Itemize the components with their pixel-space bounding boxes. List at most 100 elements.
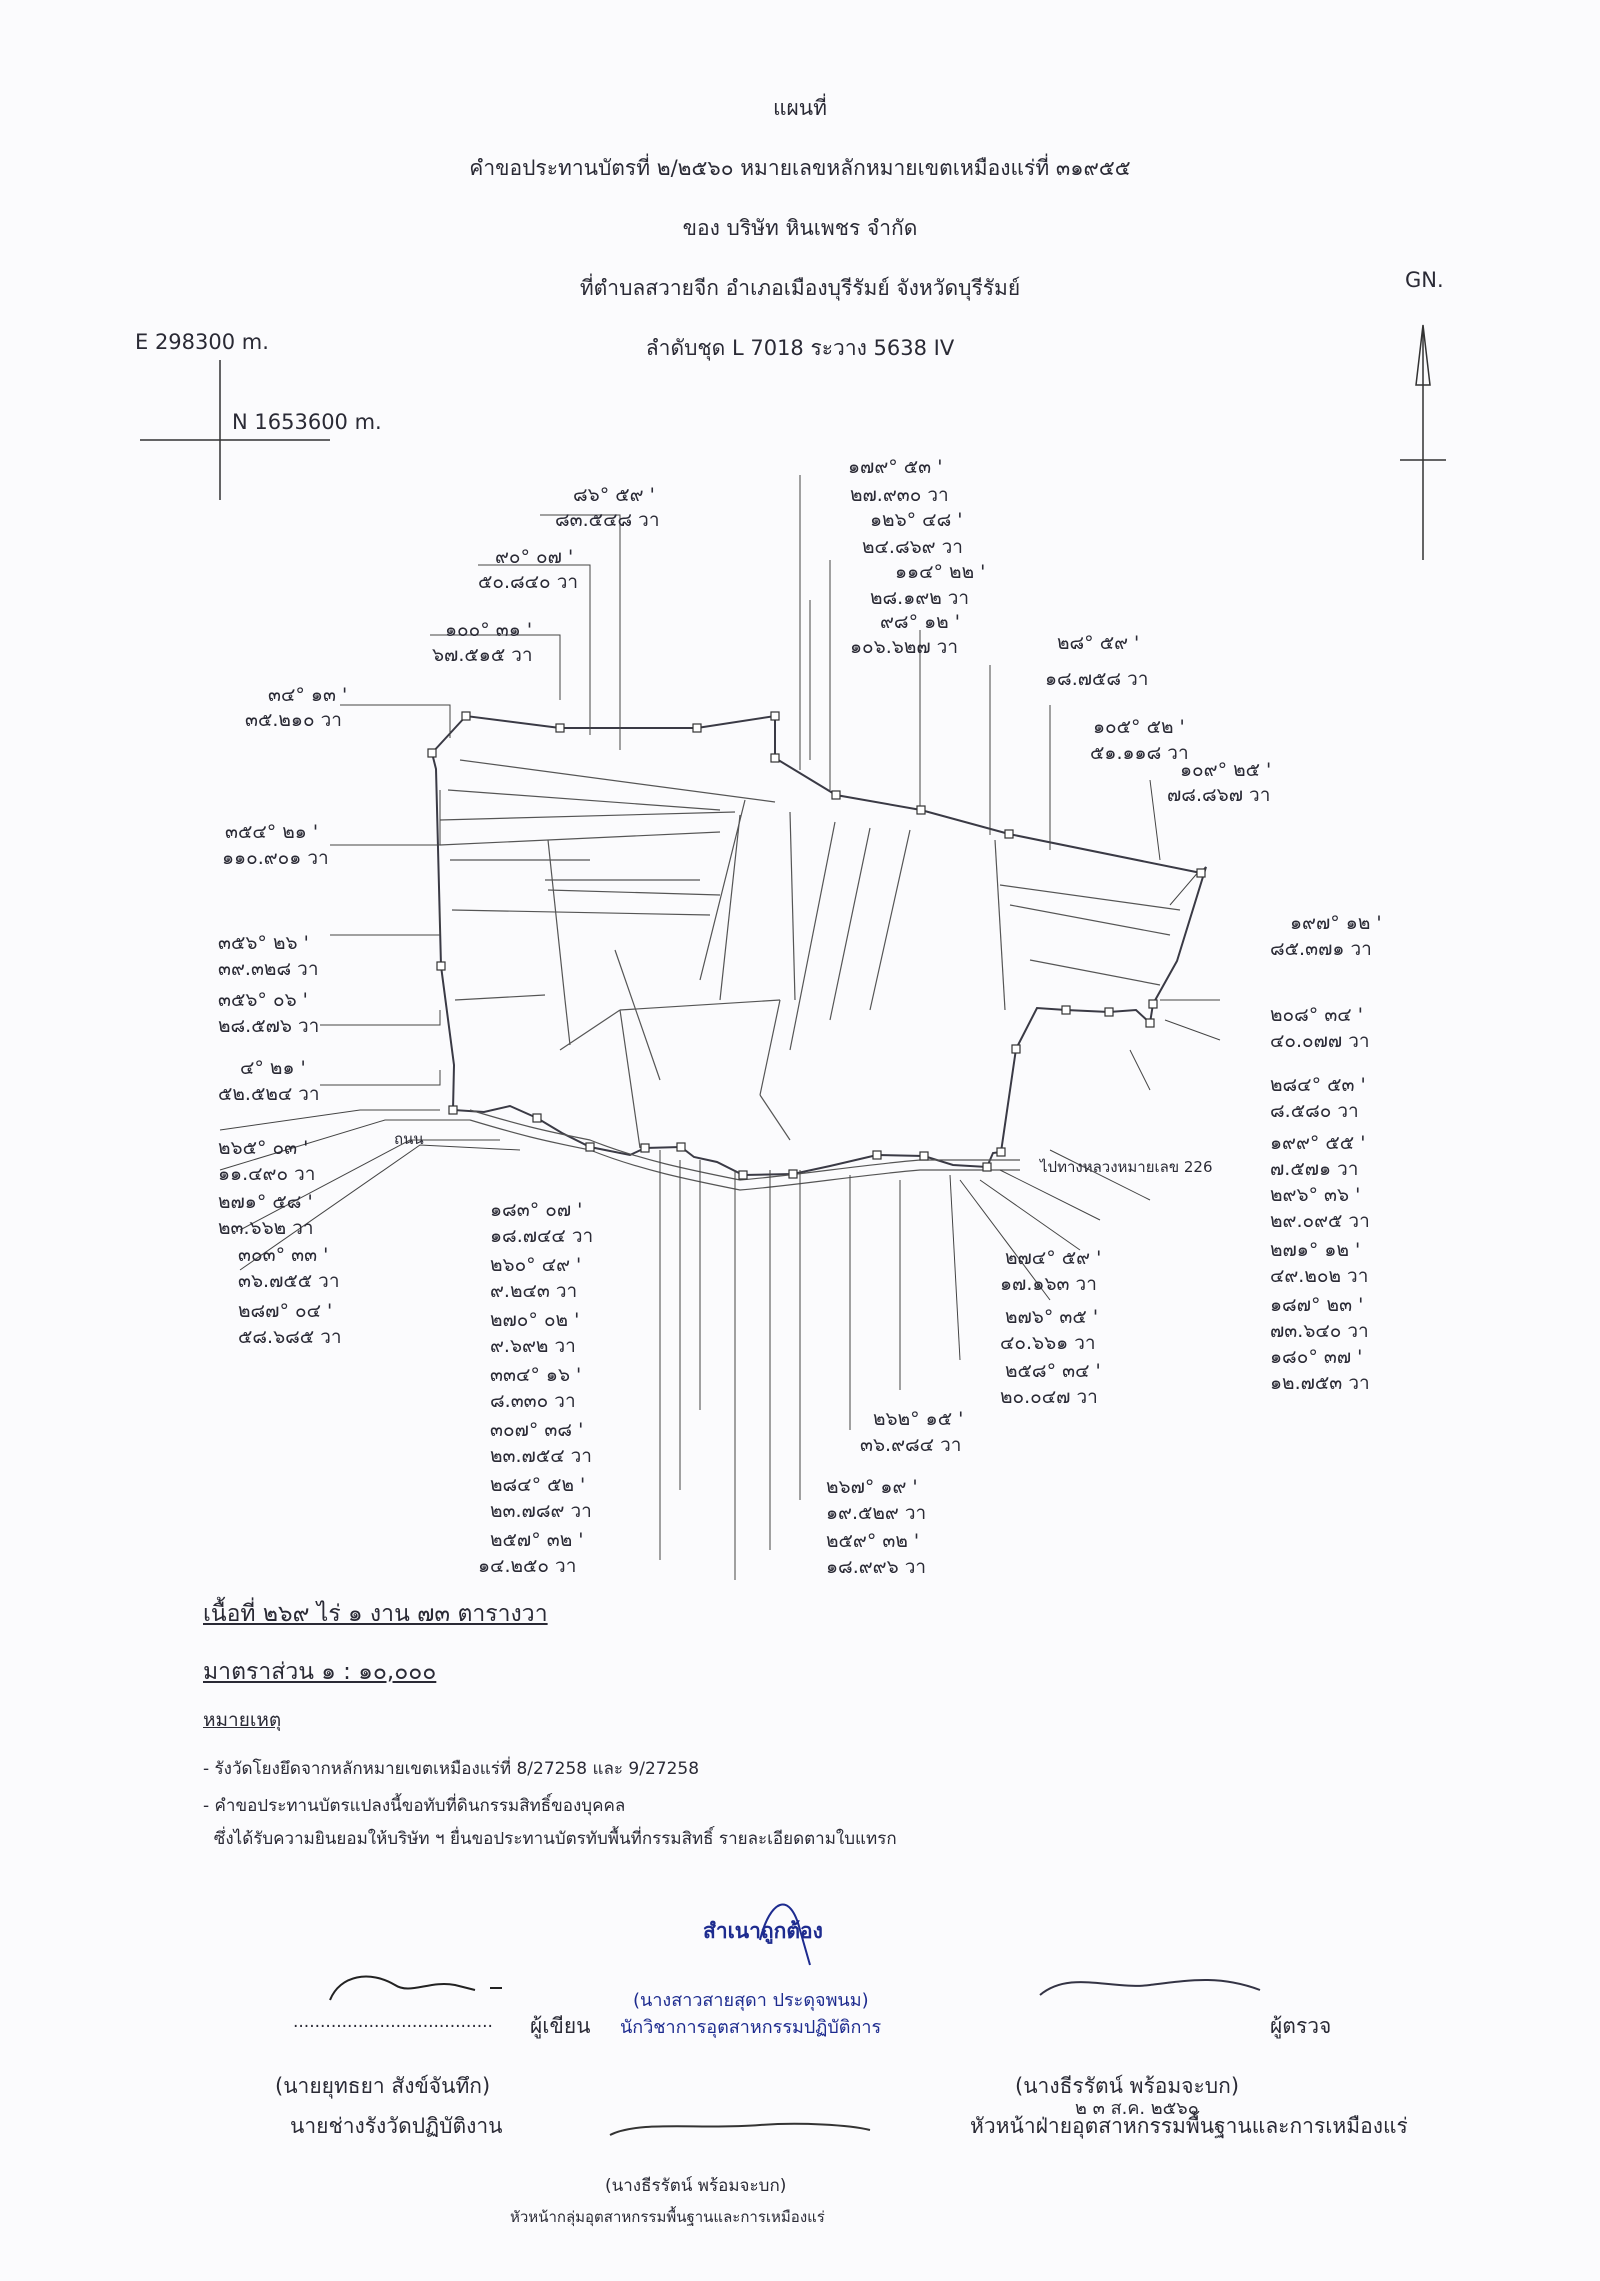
- bearing-label: ๓๐๗° ๓๘ ': [490, 1419, 584, 1441]
- checker-role: ผู้ตรวจ: [1270, 2014, 1332, 2038]
- distance-label: ๒๓.๗๕๔ วา: [490, 1445, 592, 1467]
- company-line: ของ บริษัท หินเพชร จำกัด: [682, 216, 918, 240]
- distance-label: ๑๒.๗๕๓ วา: [1270, 1372, 1370, 1394]
- distance-label: ๕๐.๘๔๐ วา: [478, 571, 579, 593]
- distance-label: ๓๖.๗๕๕ วา: [238, 1270, 340, 1292]
- writer-position: นายช่างรังวัดปฏิบัติงาน: [290, 2114, 503, 2138]
- bearing-label: ๑๗๙° ๕๓ ': [848, 456, 943, 478]
- distance-label: ๙.๖๙๒ วา: [490, 1335, 576, 1357]
- distance-label: ๑๑๐.๙๐๑ วา: [222, 847, 329, 869]
- bearing-label: ๓๕๖° ๒๖ ': [218, 932, 309, 954]
- bearing-label: ๒๗๐° ๐๒ ': [490, 1309, 580, 1331]
- remarks-title: หมายเหตุ: [203, 1709, 282, 1731]
- distance-label: ๖๗.๕๑๕ วา: [432, 644, 533, 666]
- stamp-position: หัวหน้ากลุ่มอุตสาหกรรมพื้นฐานและการเหมือ…: [510, 2208, 825, 2226]
- location-line: ที่ตำบลสวายจีก อำเภอเมืองบุรีรัมย์ จังหว…: [579, 276, 1021, 300]
- writer-role: ผู้เขียน: [530, 2014, 591, 2038]
- north-arrow-icon: [1400, 324, 1446, 560]
- bearing-label: ๒๖๗° ๑๙ ': [826, 1476, 918, 1498]
- distance-label: ๒๗.๙๓๐ วา: [850, 484, 949, 506]
- bearing-label: ๒๘๔° ๕๓ ': [1270, 1074, 1366, 1096]
- bearing-label: ๓๓๔° ๑๖ ': [490, 1364, 582, 1386]
- bearing-label: ๒๗๖° ๓๕ ': [1005, 1306, 1099, 1328]
- distance-label: ๒๓.๖๖๒ วา: [218, 1217, 314, 1239]
- bearing-label: ๒๘° ๕๙ ': [1057, 632, 1140, 654]
- bearing-label: ๒๘๗° ๐๔ ': [238, 1300, 333, 1322]
- distance-label: ๑๔.๒๕๐ วา: [478, 1555, 577, 1577]
- distance-label: ๑๐๖.๖๒๗ วา: [850, 636, 959, 658]
- distance-label: ๗.๕๗๑ วา: [1270, 1158, 1359, 1180]
- station-markers: [427, 711, 1206, 1180]
- bearing-label: ๒๕๘° ๓๔ ': [1005, 1360, 1101, 1382]
- remark-line: - รังวัดโยงยึดจากหลักหมายเขตเหมืองแร่ที่…: [203, 1759, 700, 1779]
- distance-label: ๗๓.๖๔๐ วา: [1270, 1320, 1369, 1342]
- bearing-label: ๓๐๓° ๓๓ ': [238, 1244, 329, 1266]
- bearing-label: ๑๘๓° ๐๗ ': [490, 1199, 583, 1221]
- distance-label: ๒๘.๑๙๒ วา: [870, 587, 970, 609]
- bearing-label: ๒๖๐° ๔๙ ': [490, 1254, 582, 1276]
- bearing-label: ๘๖° ๕๙ ': [573, 484, 655, 506]
- bearing-label: ๑๙๙° ๕๕ ': [1270, 1132, 1366, 1154]
- bearing-label: ๑๐๐° ๓๑ ': [445, 619, 533, 641]
- road-label: ถนน: [394, 1130, 424, 1148]
- distance-label: ๔๐.๐๗๗ วา: [1270, 1030, 1370, 1052]
- distance-label: ๑๗.๑๖๓ วา: [1000, 1273, 1097, 1295]
- bearing-label: ๑๑๔° ๒๒ ': [895, 561, 986, 583]
- bearing-label: ๒๙๖° ๓๖ ': [1270, 1184, 1361, 1206]
- bearing-label: ๓๔° ๑๓ ': [268, 684, 348, 706]
- bearing-label: ๑๐๙° ๒๕ ': [1180, 759, 1272, 781]
- distance-label: ๑๘.๙๙๖ วา: [826, 1556, 927, 1578]
- bearing-label: ๒๘๔° ๕๒ ': [490, 1474, 586, 1496]
- area-text: เนื้อที่ ๒๖๙ ไร่ ๑ งาน ๗๓ ตารางวา: [203, 1601, 548, 1627]
- distance-label: ๒๘.๕๗๖ วา: [218, 1015, 320, 1037]
- distance-label: ๙.๒๔๓ วา: [490, 1280, 578, 1302]
- sheet-line: ลำดับชุด L 7018 ระวาง 5638 IV: [645, 336, 955, 360]
- distance-label: ๑๘.๗๔๔ วา: [490, 1225, 594, 1247]
- writer-dots: .....................................: [293, 2012, 493, 2032]
- distance-label: ๒๓.๗๘๙ วา: [490, 1500, 592, 1522]
- distance-label: ๕๒.๕๒๔ วา: [218, 1083, 320, 1105]
- certify-position: นักวิชาการอุตสาหกรรมปฏิบัติการ: [620, 2017, 882, 2038]
- bearing-label: ๑๒๖° ๔๘ ': [870, 509, 963, 531]
- bearing-label: ๓๕๖° ๐๖ ': [218, 989, 308, 1011]
- certify-title: สำเนาถูกต้อง: [703, 1919, 823, 1943]
- leader-lines: [219, 475, 1221, 1580]
- distance-label: ๕๑.๑๑๘ วา: [1090, 742, 1189, 764]
- bearing-label: ๑๙๗° ๑๒ ': [1290, 912, 1382, 934]
- distance-label: ๓๙.๓๒๘ วา: [218, 958, 319, 980]
- distance-label: ๘๓.๕๔๘ วา: [555, 509, 660, 531]
- distance-label: ๑๑.๔๙๐ วา: [218, 1163, 316, 1185]
- bearing-label: ๒๗๑° ๑๒ ': [1270, 1239, 1361, 1261]
- distance-label: ๒๐.๐๔๗ วา: [1000, 1386, 1098, 1408]
- distance-label: ๘๕.๓๗๑ วา: [1270, 938, 1372, 960]
- writer-name: (นายยุทธยา สังข์จันทึก): [275, 2074, 491, 2098]
- distance-label: ๒๔.๘๖๙ วา: [862, 536, 963, 558]
- bearing-label: ๒๕๙° ๓๒ ': [826, 1530, 920, 1552]
- remark-line: - คำขอประทานบัตรแปลงนี้ขอทับที่ดินกรรมสิ…: [203, 1796, 626, 1816]
- road-line: [469, 1109, 1020, 1181]
- distance-label: ๕๘.๖๘๕ วา: [238, 1326, 342, 1348]
- bearing-label: ๙๘° ๑๒ ': [880, 611, 960, 633]
- distance-label: ๘.๓๓๐ วา: [490, 1390, 576, 1412]
- distance-label: ๓๕.๒๑๐ วา: [245, 709, 342, 731]
- bearing-label: ๑๘๐° ๓๗ ': [1270, 1346, 1363, 1368]
- bearing-label: ๒๕๗° ๓๒ ': [490, 1529, 584, 1551]
- distance-label: ๓๖.๙๘๔ วา: [860, 1434, 962, 1456]
- easting-label: E 298300 m.: [135, 330, 269, 354]
- bearing-label: ๙๐° ๐๗ ': [495, 546, 574, 568]
- checker-name: (นางธีรรัตน์ พร้อมจะบก): [1015, 2074, 1240, 2098]
- sign-date: ๒ ๓ ส.ค. ๒๕๖๐: [1075, 2098, 1199, 2119]
- certify-name: (นางสาวสายสุดา ประดุจพนม): [633, 1990, 869, 2011]
- scale-text: มาตราส่วน ๑ : ๑๐,๐๐๐: [203, 1659, 437, 1685]
- bearing-label: ๒๗๑° ๕๘ ': [218, 1191, 313, 1213]
- remark-line: ซึ่งได้รับความยินยอมให้บริษัท ฯ ยื่นขอปร…: [203, 1829, 897, 1849]
- bearing-label: ๒๖๒° ๑๕ ': [873, 1408, 964, 1430]
- distance-label: ๑๙.๕๒๙ วา: [826, 1502, 927, 1524]
- bearing-label: ๑๘๗° ๒๓ ': [1270, 1294, 1364, 1316]
- north-label: GN.: [1405, 268, 1444, 292]
- bearing-label: ๒๗๔° ๕๙ ': [1005, 1247, 1102, 1269]
- request-line: คำขอประทานบัตรที่ ๒/๒๕๖๐ หมายเลขหลักหมาย…: [469, 156, 1131, 180]
- highway-label: ไปทางหลวงหมายเลข 226: [1040, 1158, 1213, 1176]
- bearing-label: ๒๖๕° ๐๓ ': [218, 1137, 309, 1159]
